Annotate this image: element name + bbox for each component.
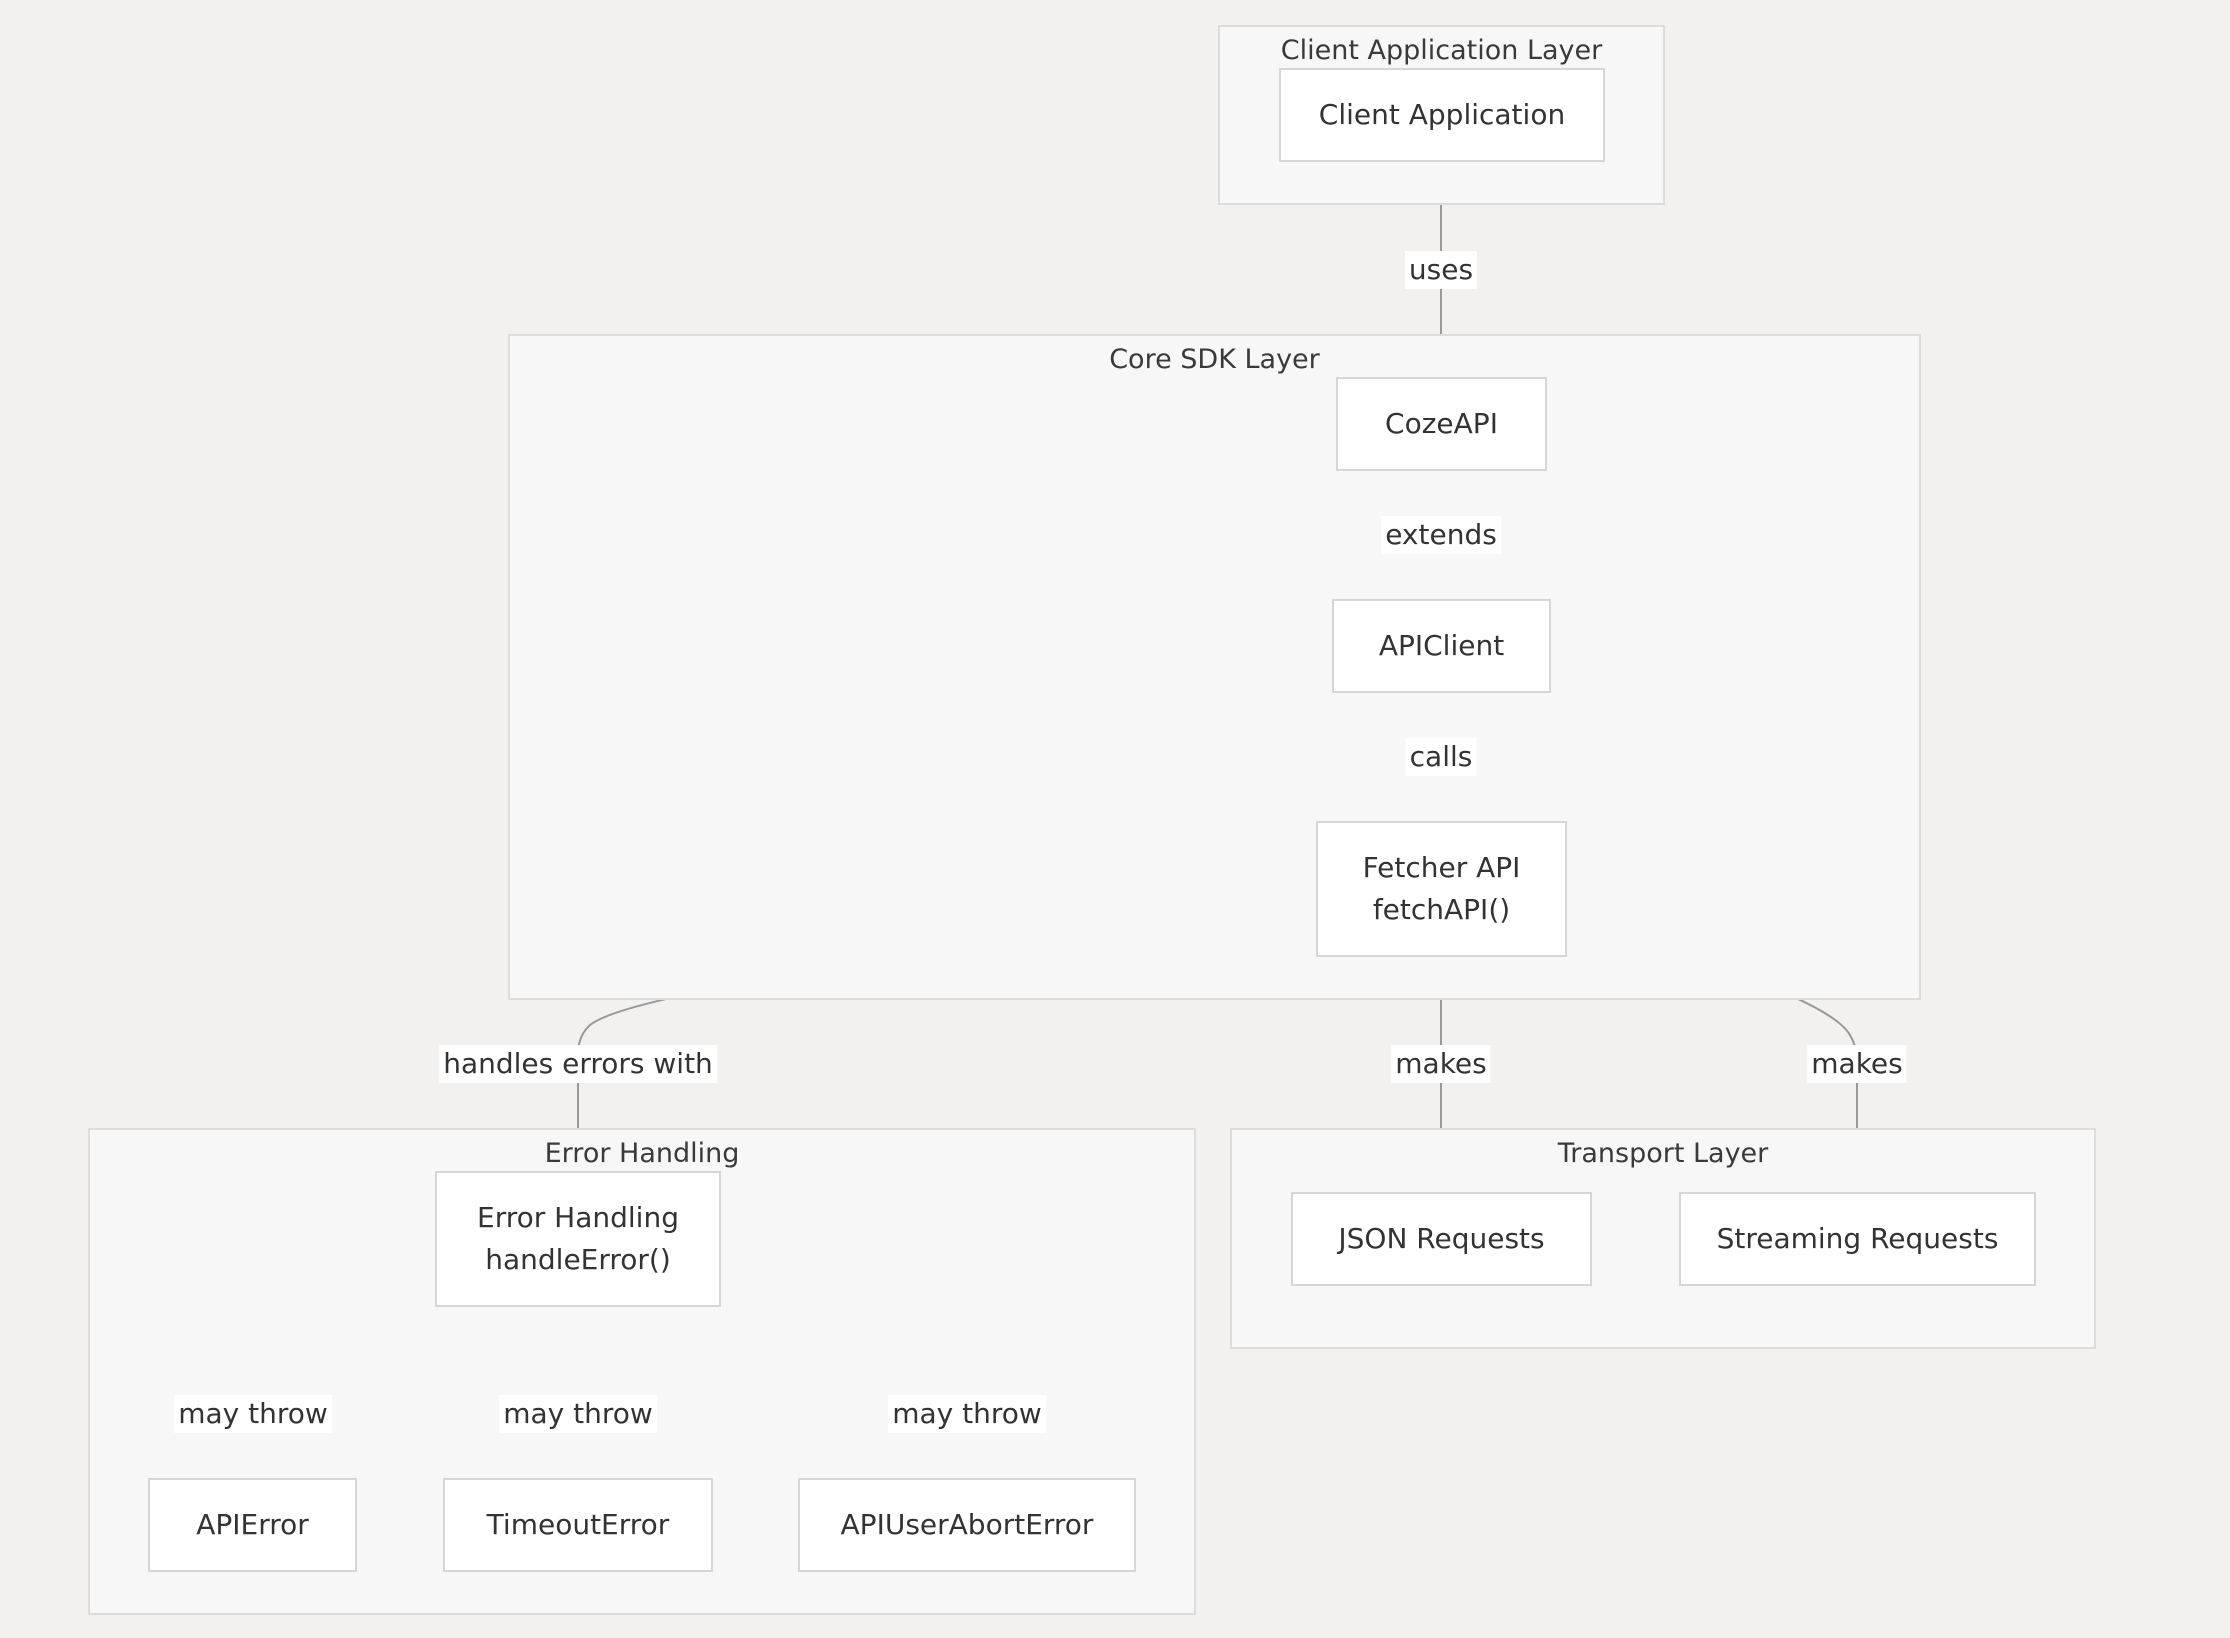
node-label: APIUserAbortError [840,1508,1094,1541]
node-error-handling[interactable]: Error Handling handleError() [435,1171,721,1307]
node-fetcher-api[interactable]: Fetcher API fetchAPI() [1316,821,1567,957]
edge-label-may-throw-apierror: may throw [174,1395,332,1433]
node-apiclient[interactable]: APIClient [1332,599,1551,693]
node-apierror[interactable]: APIError [148,1478,357,1572]
node-label: APIClient [1378,629,1505,662]
edge-label-may-throw-abort: may throw [888,1395,1046,1433]
edge-label-extends: extends [1381,516,1501,554]
edge-label-makes-json: makes [1391,1045,1491,1083]
node-label-line1: Error Handling [477,1201,679,1234]
node-label: APIError [196,1508,309,1541]
node-json-requests[interactable]: JSON Requests [1291,1192,1592,1286]
edge-label-may-throw-timeouterror: may throw [499,1395,657,1433]
node-label: JSON Requests [1338,1222,1545,1255]
node-label: TimeoutError [486,1508,670,1541]
node-streaming-requests[interactable]: Streaming Requests [1679,1192,2036,1286]
node-apiuserabortalerror[interactable]: APIUserAbortError [798,1478,1136,1572]
edge-label-makes-streaming: makes [1807,1045,1907,1083]
node-label: Streaming Requests [1716,1222,1999,1255]
group-core-sdk-layer: Core SDK Layer [508,334,1921,1000]
node-label-line2: handleError() [485,1243,671,1276]
group-title: Client Application Layer [1280,35,1603,66]
node-label-line2: fetchAPI() [1372,893,1511,926]
group-title: Transport Layer [1557,1138,1769,1169]
edge-label-calls: calls [1405,738,1477,776]
node-label: Client Application [1318,98,1566,131]
node-client-application[interactable]: Client Application [1279,68,1605,162]
edge-label-uses: uses [1404,251,1478,289]
node-label: CozeAPI [1385,407,1498,440]
node-cozeapi[interactable]: CozeAPI [1336,377,1547,471]
group-title: Error Handling [544,1138,740,1169]
node-timeouterror[interactable]: TimeoutError [443,1478,713,1572]
group-title: Core SDK Layer [1109,344,1320,375]
node-label-line1: Fetcher API [1362,851,1521,884]
edge-label-handles-errors-with: handles errors with [439,1045,717,1083]
